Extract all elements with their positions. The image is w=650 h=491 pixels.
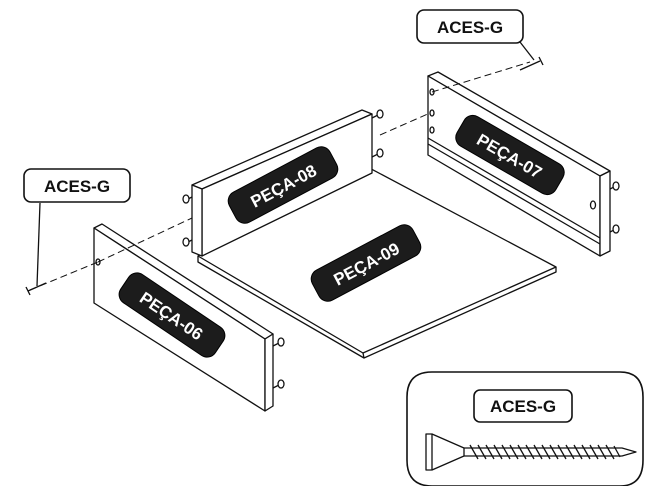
detail-label-box bbox=[473, 389, 573, 423]
dowel-pins-peca-08 bbox=[182, 109, 384, 247]
dowel-pins-peca-06 bbox=[272, 337, 285, 389]
callout-aces-g-left-label: ACES-G bbox=[44, 177, 110, 196]
screw-detail-icon bbox=[425, 433, 637, 471]
callout-aces-g-left: ACES-G bbox=[23, 168, 131, 203]
callout-aces-g-right: ACES-G bbox=[416, 9, 524, 44]
screw-right-icon bbox=[519, 56, 544, 71]
callout-aces-g-right-label: ACES-G bbox=[437, 18, 503, 37]
screw-left-icon bbox=[25, 282, 47, 296]
hardware-detail-inset: ACES-G bbox=[406, 371, 644, 487]
detail-label: ACES-G bbox=[490, 397, 556, 416]
leader-right bbox=[519, 41, 535, 61]
holes-peca-07 bbox=[429, 88, 597, 210]
dowel-pins-peca-07 bbox=[609, 181, 620, 234]
leader-left bbox=[36, 202, 41, 287]
